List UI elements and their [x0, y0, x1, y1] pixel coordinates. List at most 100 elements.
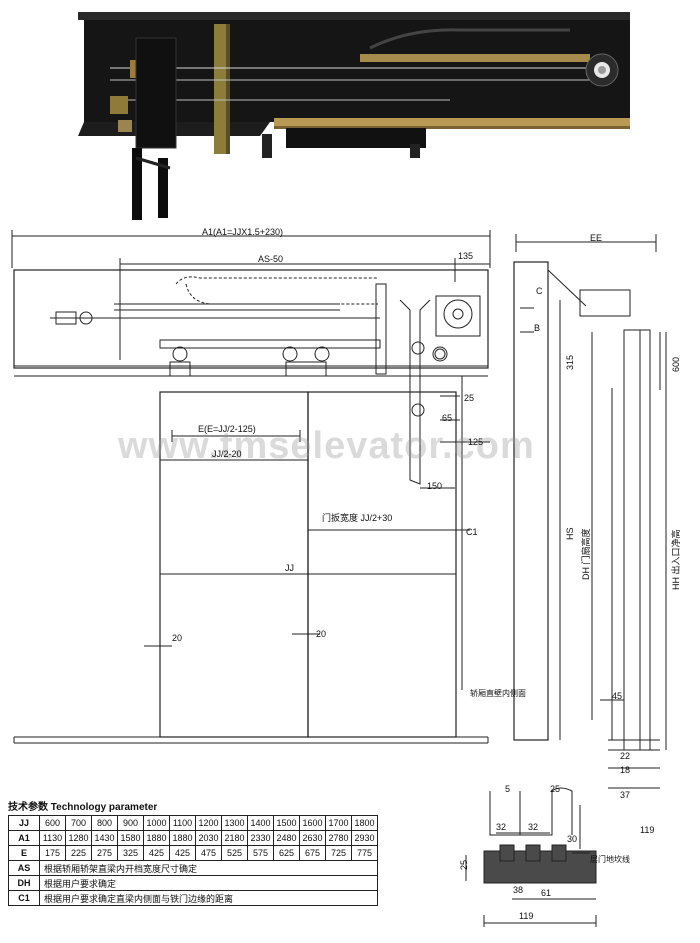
param-cell: 675 [299, 845, 326, 861]
label-65: 65 [442, 413, 453, 423]
param-cell: 2330 [247, 830, 274, 846]
label-hs: HS [565, 527, 575, 540]
label-150: 150 [427, 481, 443, 491]
param-cell: 2780 [325, 830, 352, 846]
label-panel-width: 门扳宽度 JJ/2+30 [322, 513, 393, 523]
param-row-header: DH [8, 875, 40, 891]
label-e: E(E=JJ/2-125) [198, 424, 256, 434]
side-car-wall [513, 261, 549, 741]
label-sill-30: 30 [567, 834, 578, 844]
param-desc-cell: 根据用户要求确定直梁内侧面与铁门边缘的距离 [39, 890, 378, 906]
param-cell: 2930 [351, 830, 378, 846]
param-cell: 525 [221, 845, 248, 861]
label-20-left: 20 [172, 633, 183, 643]
label-sill-25v: 25 [459, 859, 469, 870]
label-sill-119: 119 [519, 911, 534, 921]
roller-3 [314, 346, 330, 362]
label-45: 45 [612, 691, 623, 701]
label-hh: HH 出入口净高 [671, 529, 681, 591]
label-sill-32b: 32 [528, 822, 539, 832]
left-pulley [79, 311, 93, 325]
param-cell: 1700 [325, 815, 352, 831]
param-cell: 1580 [117, 830, 144, 846]
watermark: www.tmselevator.com [118, 425, 535, 467]
label-135: 135 [458, 251, 474, 261]
param-cell: 900 [117, 815, 144, 831]
label-a1: A1(A1=JJX1.5+230) [202, 227, 284, 237]
label-sill-32a: 32 [496, 822, 507, 832]
label-sill-25: 25 [550, 784, 561, 794]
param-cell: 1400 [247, 815, 274, 831]
param-cell: 625 [273, 845, 300, 861]
param-cell: 1130 [39, 830, 66, 846]
param-cell: 325 [117, 845, 144, 861]
label-125: 125 [468, 437, 484, 447]
vane-roller-bottom [411, 403, 425, 417]
vane-roller-top [411, 341, 425, 355]
param-cell: 1200 [195, 815, 222, 831]
label-wall-note: 轿厢直壁内侧面 [470, 689, 526, 698]
door-operator-photo-drawing [78, 12, 630, 220]
param-cell: 725 [325, 845, 352, 861]
label-sill-5: 5 [505, 784, 511, 794]
label-sill-note: 层门地坎线 [590, 855, 630, 864]
motor-pulley [443, 299, 473, 329]
param-cell: 575 [247, 845, 274, 861]
param-cell: 2480 [273, 830, 300, 846]
cable-chain [175, 276, 378, 285]
roller-1 [172, 346, 188, 362]
label-18: 18 [620, 765, 631, 775]
param-cell: 1500 [273, 815, 300, 831]
label-37: 37 [620, 790, 631, 800]
param-desc-cell: 根据用户要求确定 [39, 875, 378, 891]
label-as: AS-50 [258, 254, 284, 264]
param-cell: 1300 [221, 815, 248, 831]
param-cell: 225 [65, 845, 92, 861]
label-b: B [534, 323, 541, 333]
param-cell: 800 [91, 815, 118, 831]
label-c1: C1 [466, 527, 478, 537]
label-sill-38: 38 [513, 885, 524, 895]
header-frame [13, 269, 489, 369]
param-cell: 700 [65, 815, 92, 831]
label-25: 25 [464, 393, 475, 403]
front-elevation-drawing [11, 230, 667, 789]
param-row-header: AS [8, 860, 40, 876]
param-cell: 775 [351, 845, 378, 861]
door-track [159, 339, 381, 349]
param-row-header: C1 [8, 890, 40, 906]
label-dh: DH 门扇高度 [581, 528, 591, 581]
label-315: 315 [565, 354, 575, 370]
param-cell: 2630 [299, 830, 326, 846]
param-cell: 1100 [169, 815, 196, 831]
label-sill-61: 61 [541, 888, 552, 898]
param-row-header: A1 [8, 830, 40, 846]
side-bracket [579, 289, 631, 317]
roller-4 [432, 346, 448, 362]
label-c: C [536, 286, 543, 296]
side-door-panel [623, 329, 641, 751]
param-cell: 2030 [195, 830, 222, 846]
param-cell: 475 [195, 845, 222, 861]
label-22: 22 [620, 751, 631, 761]
door-operator-photo [70, 8, 630, 223]
label-jj: JJ [285, 563, 294, 573]
label-119-side: 119 [640, 825, 655, 835]
param-cell: 1880 [143, 830, 170, 846]
roller-2 [282, 346, 298, 362]
param-cell: 1430 [91, 830, 118, 846]
param-cell: 1880 [169, 830, 196, 846]
param-cell: 1600 [299, 815, 326, 831]
label-600: 600 [671, 356, 681, 372]
param-cell: 425 [169, 845, 196, 861]
param-cell: 1000 [143, 815, 170, 831]
label-ee: EE [590, 233, 603, 243]
param-desc-cell: 根据轿厢轿架直梁内开档宽度尺寸确定 [39, 860, 378, 876]
